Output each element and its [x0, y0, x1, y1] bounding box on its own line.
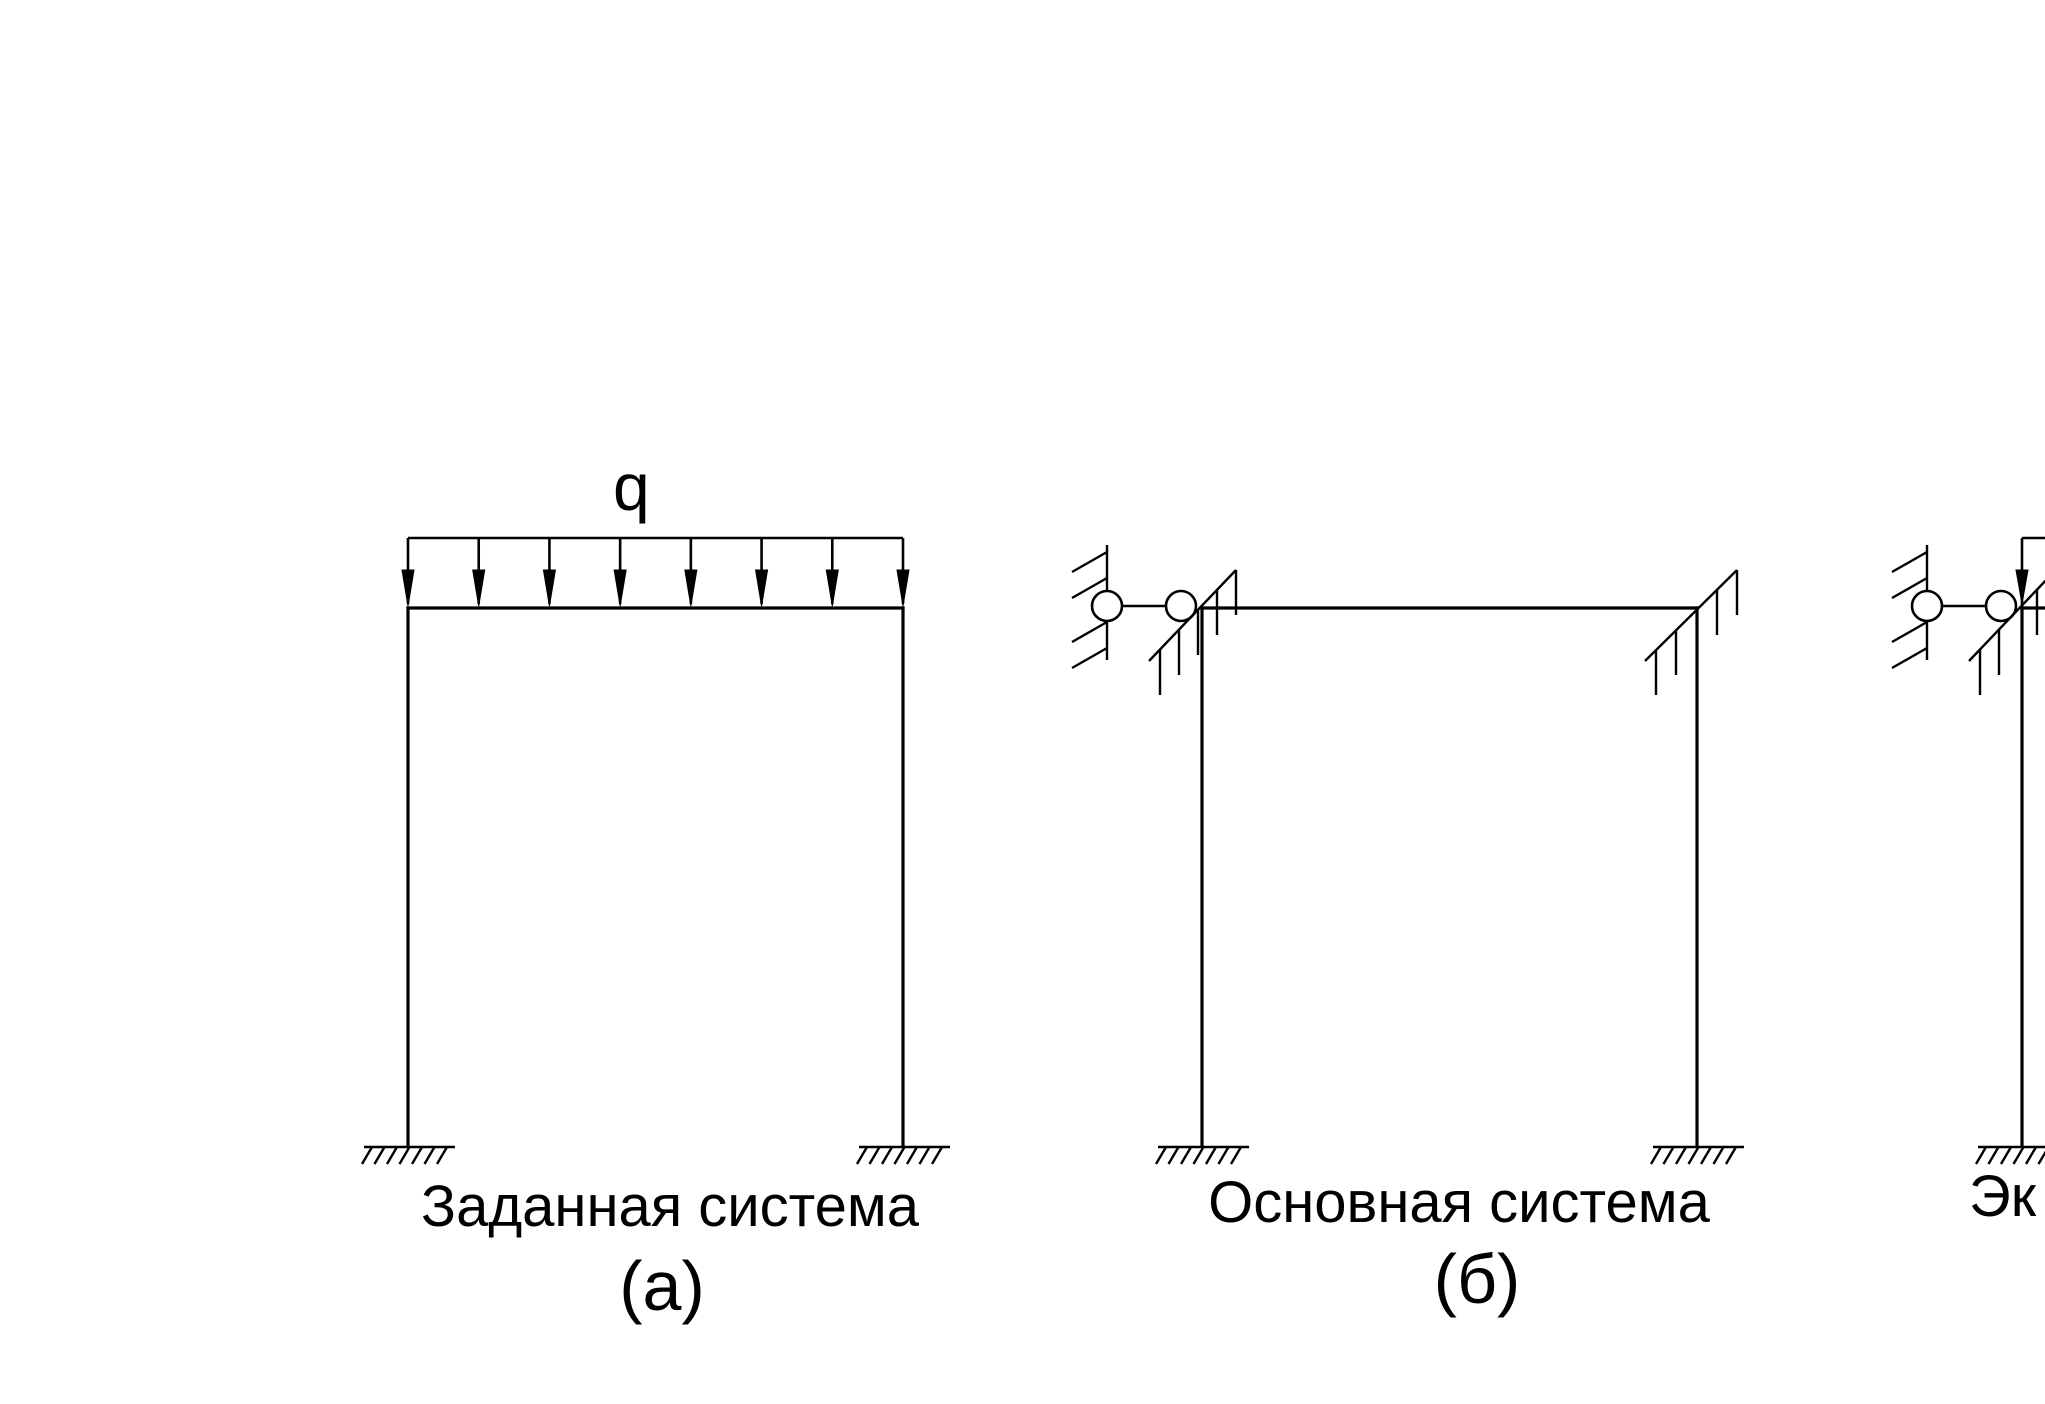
ground-hatch	[398, 1146, 411, 1165]
ground-hatch	[1712, 1146, 1725, 1165]
caption-b: Основная система	[1208, 1170, 1710, 1235]
panel-equivalent-system: Эк	[1891, 536, 2045, 1229]
ground-hatch	[930, 1146, 944, 1165]
fixed-support-a-left	[360, 1145, 455, 1165]
load-arrow	[472, 538, 486, 607]
ground-hatch	[1724, 1146, 1738, 1165]
ground-hatch	[410, 1146, 424, 1165]
rotation-restraint-c-left	[1968, 579, 2045, 695]
fixed-support-a-right	[855, 1145, 950, 1165]
rotation-restraint-b-left	[1148, 569, 1238, 695]
load-arrow	[754, 538, 769, 607]
ground-hatch	[1687, 1146, 1700, 1165]
load-label: q	[613, 450, 650, 524]
caption-c: Эк	[1969, 1164, 2037, 1229]
ground-hatch	[1999, 1146, 2013, 1165]
ground-hatch	[1674, 1146, 1688, 1165]
ground-hatch	[855, 1146, 869, 1165]
ground-hatch	[373, 1146, 386, 1165]
fixed-support-c-left	[1974, 1145, 2045, 1165]
ground-hatch	[1217, 1146, 1230, 1165]
horizontal-link-b	[1071, 545, 1198, 670]
panel-basic-system: Основная система (б)	[1071, 545, 1744, 1318]
ground-hatch	[435, 1146, 449, 1165]
fixed-support-b-left	[1154, 1145, 1249, 1165]
hinge-left-b	[1090, 589, 1124, 623]
ground-hatch	[1229, 1146, 1243, 1165]
ground-hatch	[893, 1146, 906, 1165]
rotation-restraint-b-right	[1644, 569, 1739, 695]
ground-hatch	[1662, 1146, 1675, 1165]
ground-hatch	[1204, 1146, 1218, 1165]
distributed-load-q	[401, 536, 910, 607]
load-arrow	[401, 538, 415, 607]
ground-hatch	[385, 1146, 399, 1165]
ground-hatch	[360, 1146, 374, 1165]
ground-hatch	[1974, 1146, 1988, 1165]
ground-hatch	[1192, 1146, 1205, 1165]
load-arrow-c	[2015, 569, 2029, 605]
ground-hatch	[868, 1146, 881, 1165]
subcaption-b: (б)	[1434, 1240, 1521, 1318]
ground-hatch	[1167, 1146, 1180, 1165]
panel-given-system: q Заданная система (а)	[360, 450, 950, 1325]
ground-hatch	[423, 1146, 436, 1165]
caption-a: Заданная система	[421, 1174, 920, 1239]
load-arrow	[542, 538, 557, 607]
load-arrow	[684, 538, 698, 607]
subcaption-a: (а)	[619, 1247, 705, 1325]
ground-hatch	[1699, 1146, 1713, 1165]
ground-hatch	[905, 1146, 919, 1165]
load-arrow	[896, 538, 910, 607]
hinge-right-b	[1164, 589, 1198, 623]
ground-hatch	[2024, 1146, 2038, 1165]
ground-hatch	[1649, 1146, 1663, 1165]
load-arrows	[401, 538, 910, 607]
ground-hatch	[2037, 1150, 2045, 1165]
load-arrow	[613, 538, 627, 607]
ground-hatch	[880, 1146, 894, 1165]
ground-hatch	[1179, 1146, 1193, 1165]
fixed-support-b-right	[1649, 1145, 1744, 1165]
ground-hatch	[1154, 1146, 1168, 1165]
horizontal-link-c	[1891, 545, 2018, 670]
load-arrow	[825, 538, 839, 607]
ground-hatch	[1987, 1146, 2000, 1165]
ground-hatch	[918, 1146, 931, 1165]
ground-hatch	[2012, 1146, 2025, 1165]
